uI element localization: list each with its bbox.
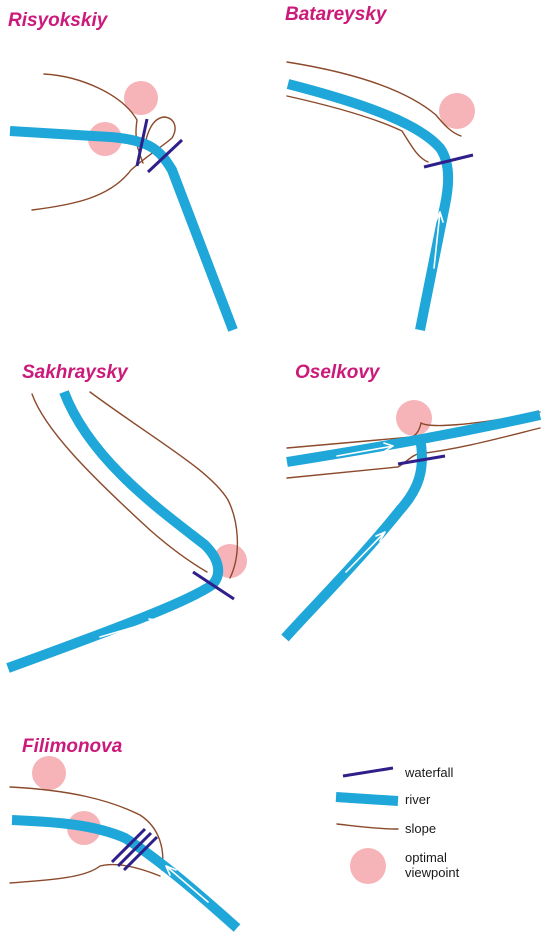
- flow-direction-arrow: [433, 211, 444, 269]
- river-channel: [286, 79, 454, 331]
- waterfall-mark: [116, 831, 153, 868]
- flow-direction-arrow: [345, 531, 386, 573]
- legend-viewpoint-symbol: [350, 848, 386, 884]
- legend: waterfall river slope optimal viewpoint: [335, 765, 460, 884]
- viewpoint-marker: [32, 756, 66, 790]
- river-channel: [11, 815, 241, 932]
- river-channel: [286, 410, 542, 467]
- slope-line: [286, 95, 429, 163]
- panel-title-oselkovy: Oselkovy: [295, 362, 381, 383]
- legend-viewpoint-label-line2: viewpoint: [405, 865, 460, 880]
- slope-line: [31, 116, 176, 211]
- panel-batareysky: Batareysky: [285, 4, 475, 331]
- flow-direction-arrow: [99, 618, 159, 638]
- panel-title-sakhraysky: Sakhraysky: [22, 362, 129, 383]
- panel-title-risyokskiy: Risyokskiy: [8, 10, 109, 31]
- flow-direction-arrow: [336, 442, 394, 457]
- panel-title-batareysky: Batareysky: [285, 4, 388, 25]
- river-channel: [281, 437, 427, 642]
- legend-river-symbol: [335, 792, 399, 806]
- legend-slope-label: slope: [405, 821, 436, 836]
- legend-waterfall-label: waterfall: [404, 765, 454, 780]
- viewpoint-marker: [439, 93, 475, 129]
- legend-slope-symbol: [336, 823, 399, 830]
- legend-river-label: river: [405, 792, 431, 807]
- panel-filimonova: Filimonova: [9, 736, 241, 932]
- slope-line: [31, 393, 208, 573]
- slope-line: [9, 863, 161, 884]
- flow-direction-arrow: [165, 865, 209, 903]
- slope-line: [9, 786, 164, 871]
- legend-waterfall-symbol: [342, 766, 394, 778]
- viewpoint-marker: [396, 400, 432, 436]
- panel-oselkovy: Oselkovy: [281, 362, 542, 642]
- waterfall-mark: [146, 138, 184, 174]
- panel-sakhraysky: Sakhraysky: [6, 362, 247, 673]
- slope-line: [89, 391, 239, 579]
- waterfall-mark: [423, 153, 474, 169]
- slope-line: [286, 61, 462, 137]
- waterfall-mark: [135, 118, 149, 167]
- panel-risyokskiy: Risyokskiy: [8, 10, 238, 332]
- waterfall-mark: [122, 835, 159, 872]
- viewpoint-marker: [124, 81, 158, 115]
- slope-line: [43, 73, 144, 164]
- waterfall-mark: [110, 827, 147, 864]
- waterfall-mark: [397, 454, 446, 466]
- waterfall-mark: [192, 570, 235, 601]
- legend-viewpoint-label-line1: optimal: [405, 850, 447, 865]
- river-channel: [6, 390, 224, 673]
- panel-title-filimonova: Filimonova: [22, 736, 123, 757]
- river-channel: [9, 126, 238, 332]
